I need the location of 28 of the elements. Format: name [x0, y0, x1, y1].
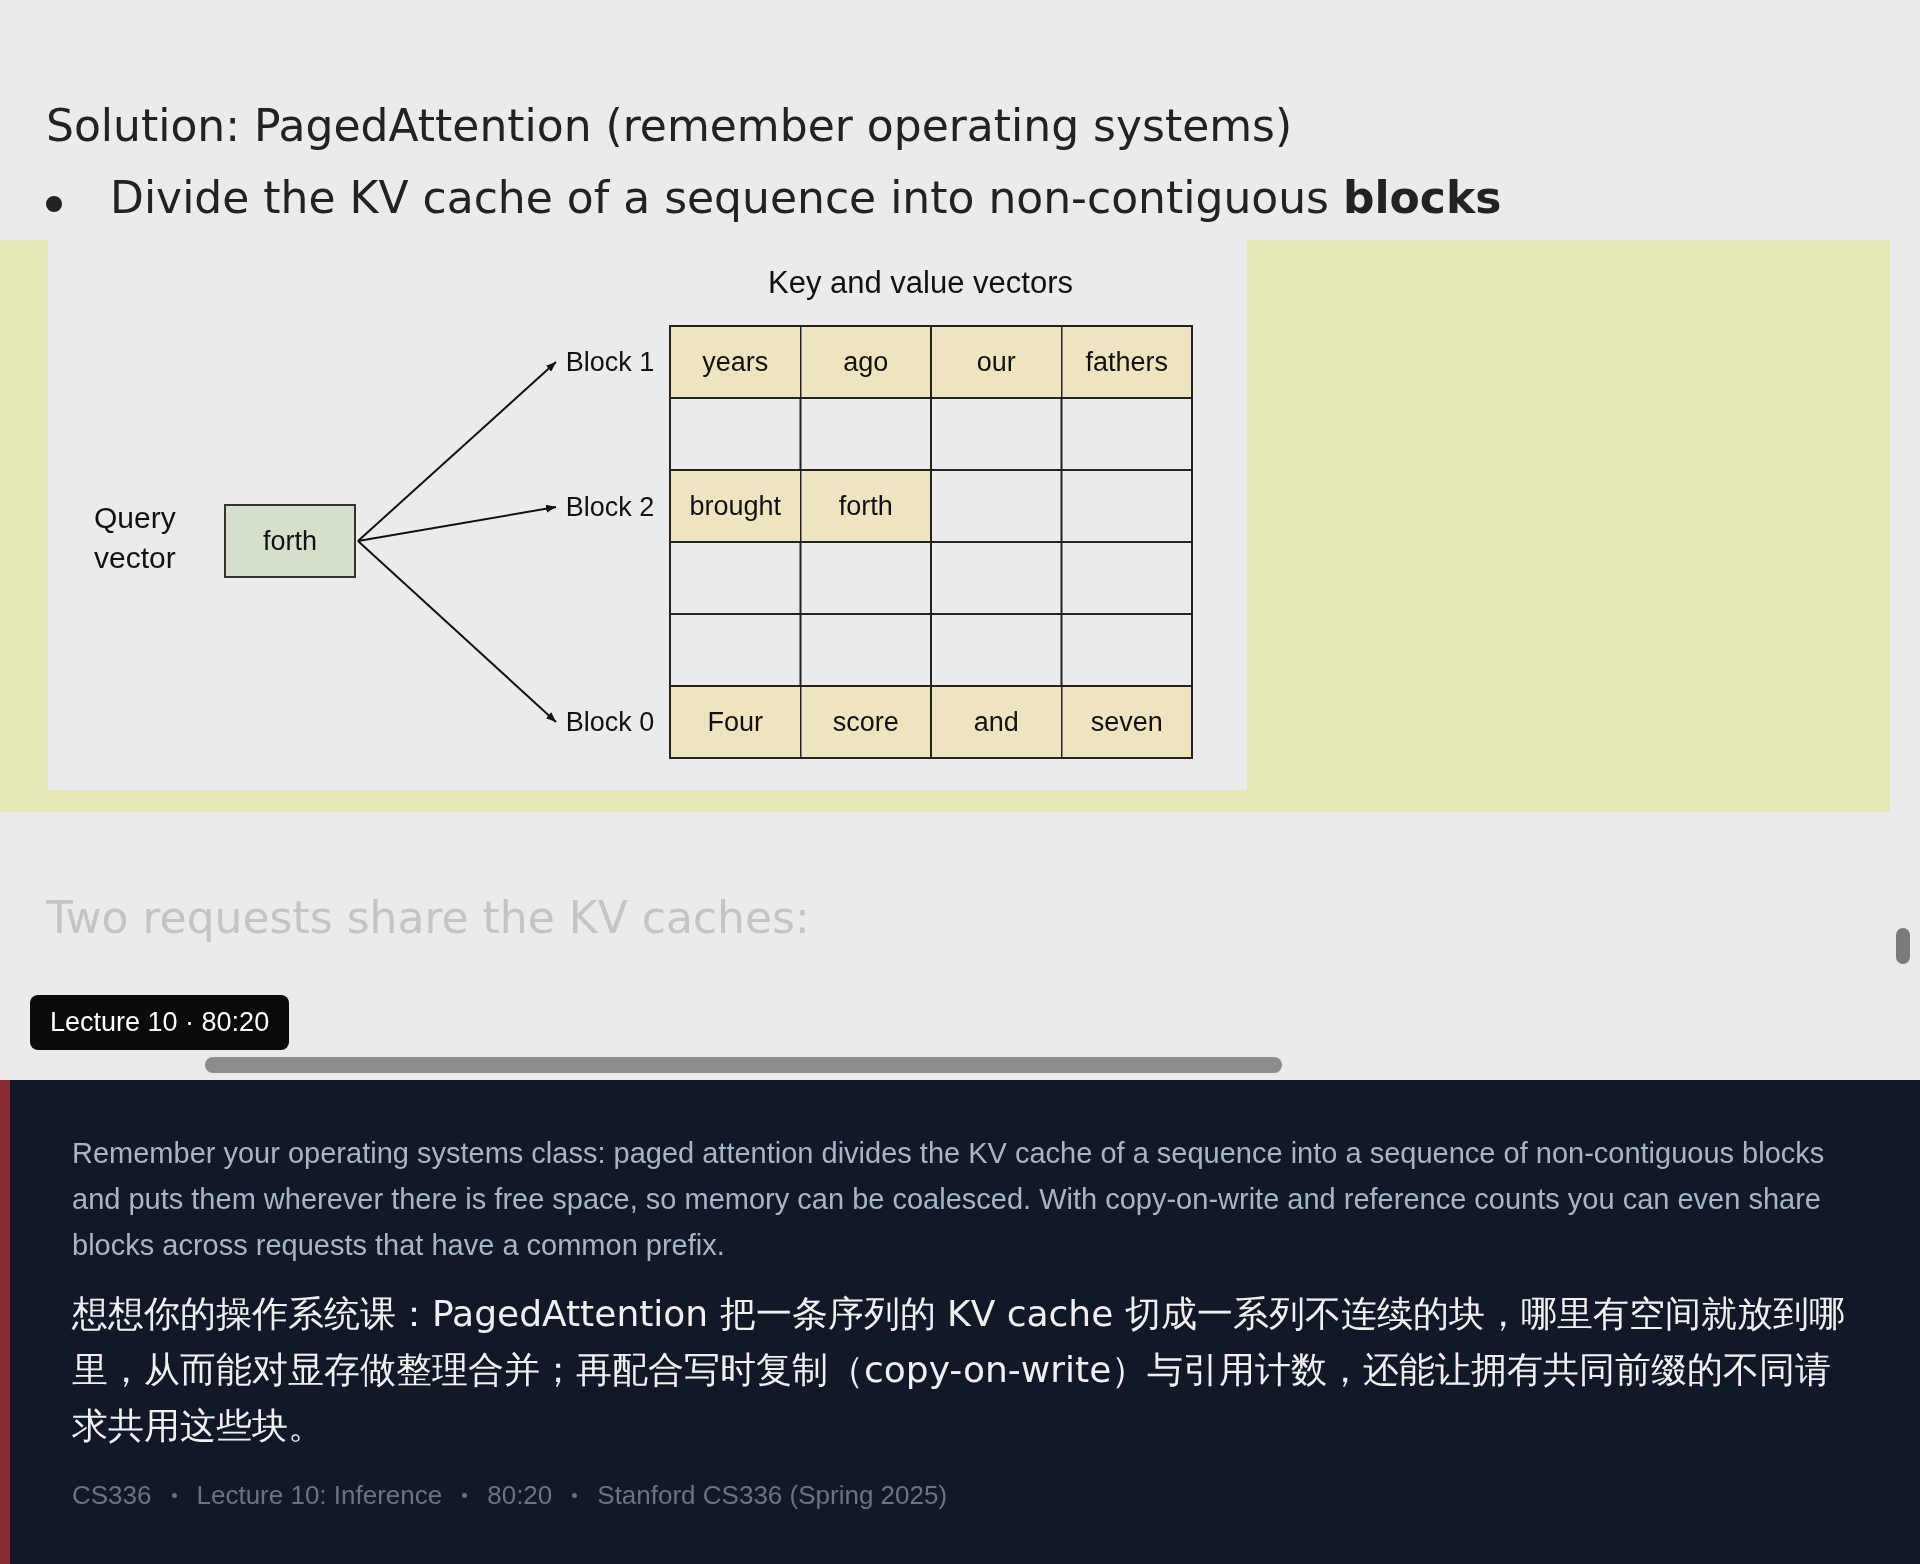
block-label: Block 2: [560, 487, 660, 527]
block-label: Block 1: [560, 342, 660, 382]
footer-text: Stanford CS336 (Spring 2025): [597, 1480, 948, 1511]
grid-title: Key and value vectors: [768, 265, 1073, 301]
grid-cell: and: [932, 687, 1061, 757]
timestamp-badge: Lecture 10 · 80:20: [30, 995, 290, 1050]
arrow: [357, 540, 557, 723]
arrow: [357, 504, 557, 542]
grid-cell: seven: [1062, 687, 1191, 757]
grid-cell: ago: [801, 327, 930, 397]
translation-text: 想想你的操作系统课：PagedAttention 把一条序列的 KV cache 切成一系列不连续的块，哪里有空间就放到哪里，从而能对显存做整理合并；再配合写时复制（copy-on-write）与引用计数，还能让拥有共同前缀的不同请求共用这些块。: [72, 1292, 1846, 1448]
query-box: forth: [224, 504, 356, 578]
query-caption: Query vector: [94, 500, 177, 576]
grid-cell: years: [671, 327, 800, 397]
heading: Solution: PagedAttention (remember operating systems): [46, 100, 1293, 151]
grid-cell: Four: [671, 687, 800, 757]
subtitle-text: Remember your operating systems class: paged attention divides the KV cache of a sequence into a sequence of non-contiguous blocks and puts them wherever there is free space, so memory can be coalesced. With copy-on-write and reference counts you can even share blocks across requests that have a common prefix.: [72, 1136, 1826, 1263]
grid-cell: fathers: [1062, 327, 1191, 397]
grid-cell: our: [932, 327, 1061, 397]
arrow: [357, 361, 557, 542]
footer-text: Lecture 10: Inference: [196, 1480, 443, 1511]
bullet-text: Divide the KV cache of a sequence into non-contiguous blocks: [110, 172, 1502, 223]
footer-text: CS336: [72, 1480, 152, 1511]
grid-cell: brought: [671, 471, 800, 541]
block-label: Block 0: [560, 702, 660, 742]
grid-cell: forth: [801, 471, 930, 541]
footer-text: 80:20: [487, 1480, 553, 1511]
grid-cell: score: [801, 687, 930, 757]
